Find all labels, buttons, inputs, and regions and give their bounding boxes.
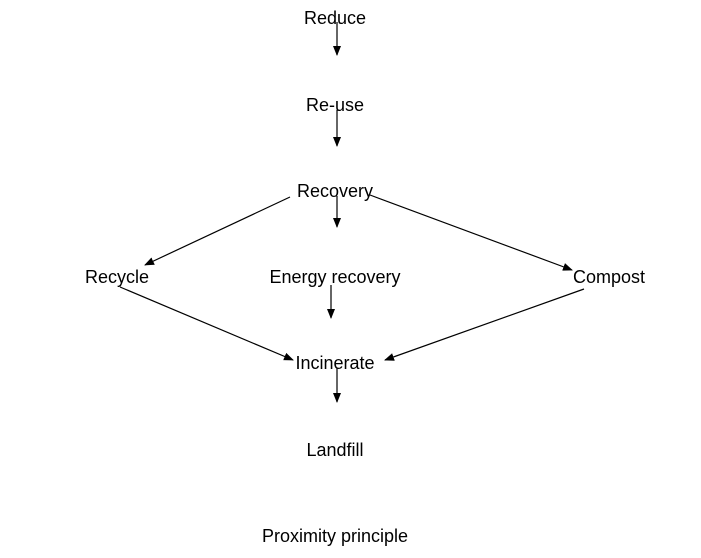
node-landfill: Landfill bbox=[306, 440, 363, 460]
edge-recovery-to-recycle bbox=[144, 196, 291, 266]
node-incinerate: Incinerate bbox=[295, 353, 374, 373]
node-compost: Compost bbox=[573, 267, 645, 287]
node-energy-recovery: Energy recovery bbox=[269, 267, 400, 287]
edge-recycle-to-incinerate bbox=[119, 286, 294, 361]
node-recycle: Recycle bbox=[85, 267, 149, 287]
edge-compost-to-incinerate bbox=[384, 288, 585, 361]
node-reuse: Re-use bbox=[306, 95, 364, 115]
node-recovery: Recovery bbox=[297, 181, 373, 201]
edge-recovery-to-compost bbox=[369, 194, 573, 271]
node-reduce: Reduce bbox=[304, 8, 366, 28]
node-proximity-principle: Proximity principle bbox=[262, 526, 408, 546]
